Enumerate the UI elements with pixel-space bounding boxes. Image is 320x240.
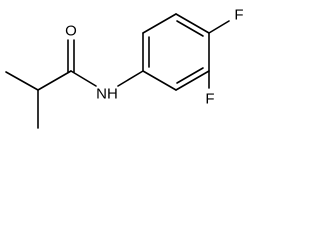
ring-bond-2	[142, 13, 177, 34]
oxygen-label: O	[65, 23, 77, 40]
nitrogen-hydrogen-label: NH	[96, 86, 118, 103]
bond-nitrogen-ring	[117, 70, 144, 87]
ring-bond-5	[175, 70, 210, 91]
fluorine-bottom-label: F	[205, 91, 214, 108]
bond-ring-fluorine-top	[208, 20, 230, 34]
ring-inner-bond-3	[176, 67, 204, 84]
bond-ch-carbonyl	[37, 70, 72, 91]
ring-bond-6	[142, 70, 177, 91]
bond-carbonyl-nitrogen	[70, 70, 97, 87]
bond-methyl-upper	[5, 71, 39, 91]
ring-inner-bond-2	[176, 20, 204, 37]
molecule-structure: O NH F F	[5, 7, 244, 129]
fluorine-top-label: F	[234, 7, 243, 24]
ring-bond-3	[175, 13, 210, 34]
